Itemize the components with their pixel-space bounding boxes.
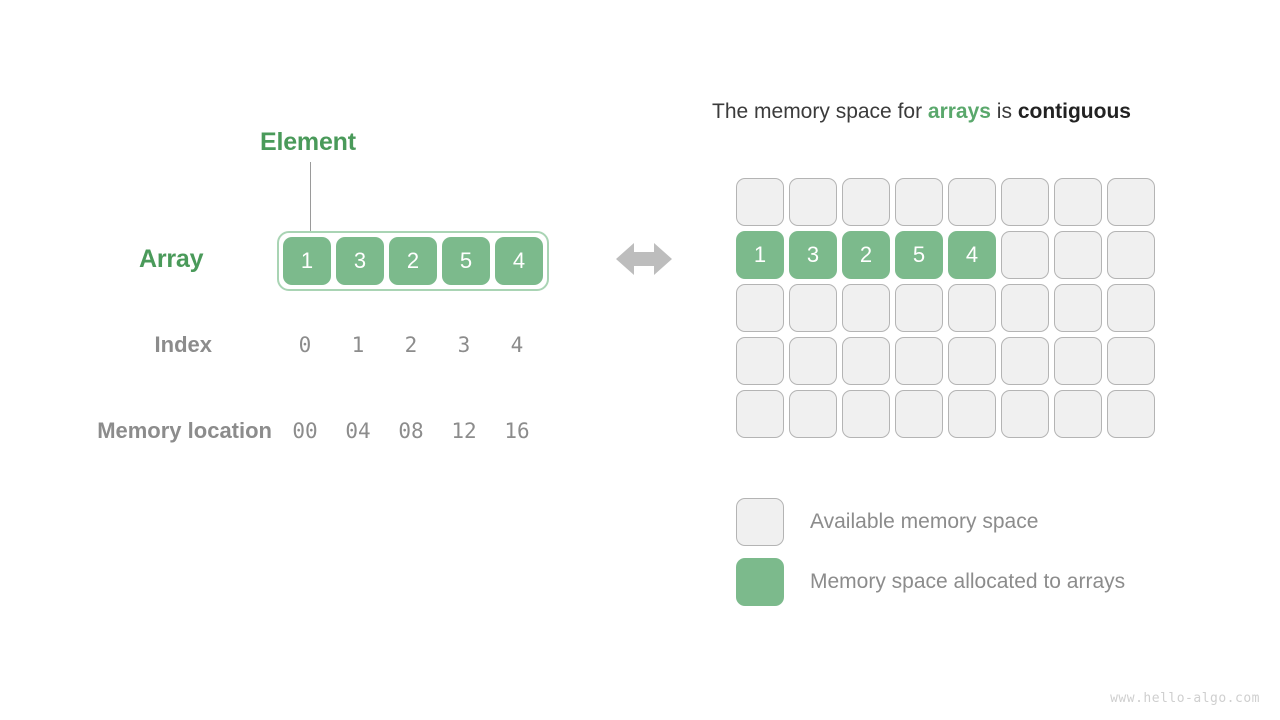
- memory-grid-row: [736, 390, 1155, 443]
- memory-cell-free: [1001, 178, 1049, 226]
- memory-location-value: 16: [504, 419, 530, 443]
- memory-cell-free: [842, 390, 890, 438]
- memory-cell-allocated: 1: [736, 231, 784, 279]
- index-value: 1: [351, 333, 365, 357]
- memory-cell-free: [789, 178, 837, 226]
- memory-cell-free: [1054, 231, 1102, 279]
- index-value: 3: [457, 333, 471, 357]
- legend-swatch-used: [736, 558, 784, 606]
- memory-location-value-row: 00 04 08 12 16: [281, 419, 541, 443]
- memory-cell-free: [1001, 390, 1049, 438]
- memory-cell-free: [1107, 337, 1155, 385]
- memory-grid: 1 3 2 5 4: [736, 178, 1155, 443]
- memory-title-keyword-arrays: arrays: [927, 100, 991, 123]
- memory-cell-free: [1107, 390, 1155, 438]
- array-logical-panel: Element Array 1 3 2 5 4 Index 0 1 2 3 4 …: [97, 128, 672, 443]
- legend-swatch-free: [736, 498, 784, 546]
- index-value: 2: [404, 333, 418, 357]
- double-arrow-horizontal-icon: [616, 243, 672, 275]
- element-connector-line: [310, 162, 311, 240]
- memory-cell-free: [1001, 337, 1049, 385]
- memory-cell-free: [948, 178, 996, 226]
- memory-cell-free: [1054, 390, 1102, 438]
- memory-cell-allocated: 2: [842, 231, 890, 279]
- memory-cell-free: [895, 284, 943, 332]
- memory-cell-free: [789, 284, 837, 332]
- memory-cell-allocated: 5: [895, 231, 943, 279]
- memory-location-value: 04: [345, 419, 371, 443]
- memory-cell-free: [1107, 284, 1155, 332]
- legend-label-available: Available memory space: [810, 510, 1039, 533]
- memory-cell-allocated: 4: [948, 231, 996, 279]
- memory-grid-row: [736, 284, 1155, 337]
- memory-location-value: 00: [292, 419, 318, 443]
- array-cell: 4: [495, 237, 543, 285]
- array-cell: 3: [336, 237, 384, 285]
- index-value: 0: [298, 333, 312, 357]
- legend-item-allocated: Memory space allocated to arrays: [736, 552, 1125, 612]
- array-cell: 5: [442, 237, 490, 285]
- memory-cell-free: [842, 284, 890, 332]
- array-cell: 2: [389, 237, 437, 285]
- memory-cell-free: [1054, 284, 1102, 332]
- memory-location-row-label: Memory location: [97, 418, 272, 443]
- memory-title-part2: is: [990, 100, 1018, 123]
- memory-cell-free: [948, 337, 996, 385]
- memory-cell-free: [1054, 178, 1102, 226]
- memory-cell-free: [1107, 231, 1155, 279]
- memory-title: The memory space for arrays is contiguou…: [712, 100, 1131, 124]
- legend-label-allocated: Memory space allocated to arrays: [810, 570, 1126, 593]
- watermark: www.hello-algo.com: [1110, 691, 1260, 706]
- memory-cell-free: [736, 390, 784, 438]
- memory-location-value: 08: [398, 419, 424, 443]
- memory-cell-free: [789, 337, 837, 385]
- memory-cell-free: [895, 178, 943, 226]
- memory-physical-panel: The memory space for arrays is contiguou…: [700, 0, 1280, 720]
- memory-cell-free: [948, 390, 996, 438]
- memory-cell-free: [1001, 231, 1049, 279]
- legend-item-available: Available memory space: [736, 492, 1125, 552]
- memory-title-part1: The memory space for: [712, 100, 928, 123]
- memory-cell-free: [842, 337, 890, 385]
- memory-cell-free: [1001, 284, 1049, 332]
- memory-cell-free: [842, 178, 890, 226]
- memory-cell-free: [736, 284, 784, 332]
- memory-grid-row-allocated: 1 3 2 5 4: [736, 231, 1155, 284]
- memory-cell-free: [948, 284, 996, 332]
- array-cell: 1: [283, 237, 331, 285]
- memory-cell-free: [1107, 178, 1155, 226]
- memory-cell-free: [789, 390, 837, 438]
- memory-cell-free: [895, 337, 943, 385]
- memory-cell-free: [736, 337, 784, 385]
- memory-cell-free: [736, 178, 784, 226]
- array-container: 1 3 2 5 4: [277, 231, 549, 291]
- memory-location-value: 12: [451, 419, 477, 443]
- index-row-label: Index: [154, 332, 212, 357]
- memory-cell-free: [1054, 337, 1102, 385]
- index-value: 4: [510, 333, 524, 357]
- memory-grid-row: [736, 178, 1155, 231]
- legend: Available memory space Memory space allo…: [736, 492, 1125, 612]
- memory-cell-allocated: 3: [789, 231, 837, 279]
- memory-cell-free: [895, 390, 943, 438]
- memory-title-keyword-contiguous: contiguous: [1017, 100, 1131, 123]
- array-row-label: Array: [139, 245, 204, 273]
- element-annotation-label: Element: [260, 128, 356, 156]
- index-value-row: 0 1 2 3 4: [281, 333, 541, 357]
- memory-grid-row: [736, 337, 1155, 390]
